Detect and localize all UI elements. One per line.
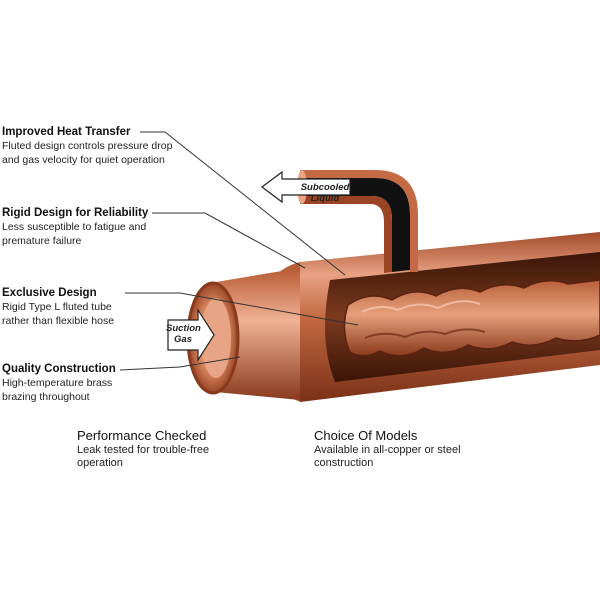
liquid-flow-arrow xyxy=(261,170,351,204)
callout-desc-line: Rigid Type L fluted tube xyxy=(2,301,112,313)
callout-desc-line: brazing throughout xyxy=(2,391,90,403)
feature-performance-checked: Performance Checked Leak tested for trou… xyxy=(77,428,277,470)
cutaway-interior xyxy=(325,252,600,382)
callout-desc-line: premature failure xyxy=(2,235,82,247)
feature-desc-line: Available in all-copper or steel xyxy=(314,444,461,456)
callout-desc-line: Fluted design controls pressure drop xyxy=(2,140,173,152)
callout-exclusive-design: Exclusive Design Rigid Type L fluted tub… xyxy=(2,286,192,328)
leader-line-heat-transfer xyxy=(140,131,346,276)
leader-lines xyxy=(119,131,359,371)
suction-label-line1: Suction xyxy=(166,323,201,334)
suction-flow-label: Suction Gas xyxy=(166,323,201,345)
feature-desc-line: operation xyxy=(77,457,123,469)
feature-choice-of-models: Choice Of Models Available in all-copper… xyxy=(314,428,534,470)
suction-inlet-tube xyxy=(186,268,300,400)
feature-heading: Choice Of Models xyxy=(314,428,418,443)
leader-line-quality-construction xyxy=(119,356,241,371)
liquid-label-text: Subcooled Liquid xyxy=(300,182,350,204)
callout-heading: Improved Heat Transfer xyxy=(2,126,131,138)
callout-heading: Exclusive Design xyxy=(2,287,97,299)
feature-desc-line: Leak tested for trouble-free xyxy=(77,444,210,456)
callout-desc-line: and gas velocity for quiet operation xyxy=(2,154,165,166)
callout-heat-transfer: Improved Heat Transfer Fluted design con… xyxy=(2,125,192,167)
leader-line-exclusive-design xyxy=(125,292,359,326)
suction-label-line2: Gas xyxy=(174,334,192,345)
callout-heading: Rigid Design for Reliability xyxy=(2,207,149,219)
callout-heading: Quality Construction xyxy=(2,363,116,375)
callout-desc-line: Less susceptible to fatigue and xyxy=(2,221,147,233)
leader-line-rigid-design xyxy=(152,212,306,269)
callout-quality-construction: Quality Construction High-temperature br… xyxy=(2,362,192,404)
callout-desc-line: rather than flexible hose xyxy=(2,315,115,327)
callout-rigid-design: Rigid Design for Reliability Less suscep… xyxy=(2,206,192,248)
feature-desc-line: construction xyxy=(314,457,374,469)
liquid-flow-label: Subcooled Liquid xyxy=(290,182,360,204)
fluted-tube xyxy=(343,279,600,357)
suction-flow-arrow xyxy=(167,307,215,363)
callout-desc-line: High-temperature brass xyxy=(2,377,113,389)
feature-heading: Performance Checked xyxy=(77,428,207,443)
